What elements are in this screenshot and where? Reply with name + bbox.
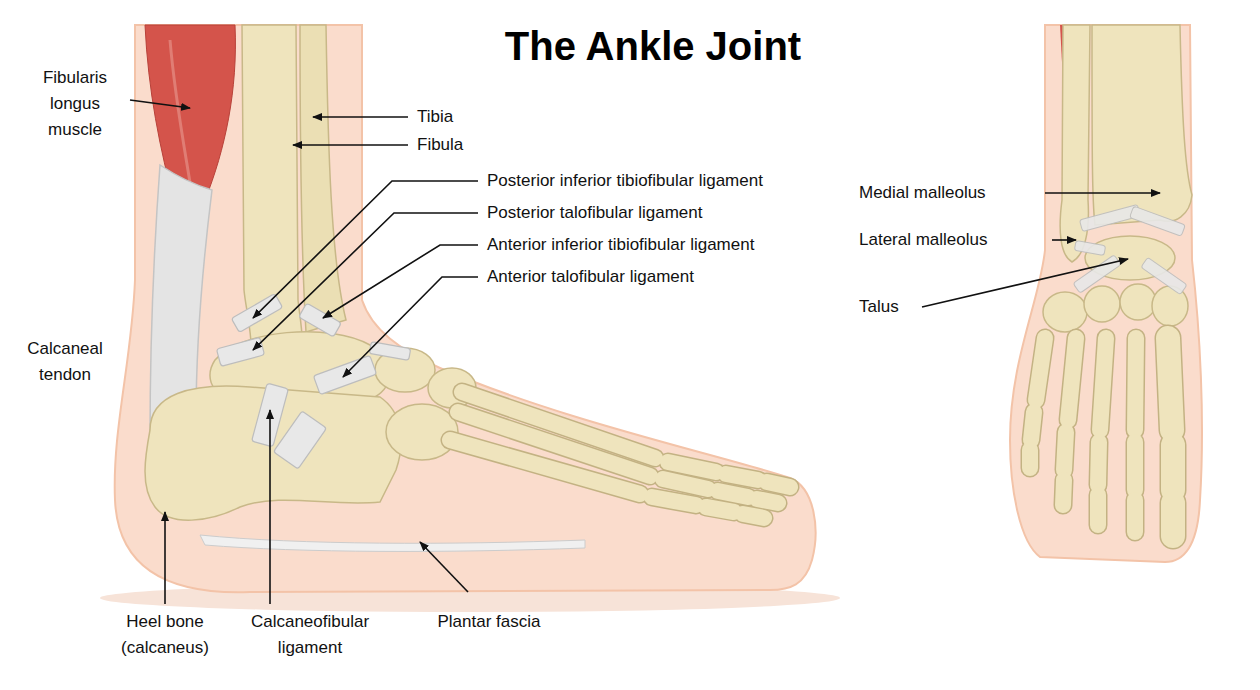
part-label: Anterior talofibular ligament [487,264,694,290]
leader-lines [293,144,408,146]
leader-lines [343,277,478,377]
toe-bones [1030,338,1136,532]
front-foot-view [1010,25,1202,562]
part-label: Calcaneofibular ligament [240,609,380,661]
big-toe-outline [1168,338,1173,536]
part-label: Talus [859,294,899,320]
ligaments [1073,204,1187,294]
leader-lines [1052,239,1076,241]
skin-outline [1010,25,1202,562]
tarsal-bones [1120,284,1156,320]
diagram-title: The Ankle Joint [403,22,903,70]
leader-lines [323,245,478,318]
leader-lines [130,100,190,108]
part-label: Fibularis longus muscle [30,65,120,143]
part-label: Calcaneal tendon [20,336,110,388]
part-label: Posterior talofibular ligament [487,200,702,226]
ligaments [1130,206,1186,236]
tibia-bone [300,25,346,332]
part-label: Lateral malleolus [859,227,988,253]
leader-lines [1045,192,1160,194]
fibula-bone [242,25,303,382]
muscle-fibre [170,40,192,195]
part-label: Plantar fascia [409,609,569,635]
skin-outline [115,25,816,592]
big-toe [1168,338,1173,536]
part-label: Posterior inferior tibiofibular ligament [487,168,763,194]
plantar-fascia [200,535,585,551]
tibia-bone [1092,25,1192,225]
leader-lines [313,116,408,118]
toe-bones-outline [450,392,790,518]
part-label: Tibia [417,104,453,130]
leader-lines [253,213,478,350]
ligaments [216,294,410,470]
part-label: Anterior inferior tibiofibular ligament [487,232,754,258]
part-label: Heel bone (calcaneus) [105,609,225,661]
toe-bones [450,392,790,518]
leader-lines [420,542,468,592]
leader-lines [130,100,1160,604]
ligaments [216,337,264,366]
leader-lines [269,410,271,604]
ligaments [1074,240,1105,255]
tarsal-bones [1043,292,1087,332]
lateral-foot-view [100,25,840,612]
ligaments [299,303,342,337]
ligaments [1073,255,1121,294]
tarsal-bones [1084,286,1120,322]
leader-lines [164,512,166,604]
leader-lines [922,259,1128,307]
ligaments [273,411,326,469]
ligaments [1141,257,1187,294]
toe-bones-outline [1030,338,1136,532]
part-label: Medial malleolus [859,180,986,206]
part-label: Fibula [417,132,463,158]
leader-lines [253,181,478,318]
